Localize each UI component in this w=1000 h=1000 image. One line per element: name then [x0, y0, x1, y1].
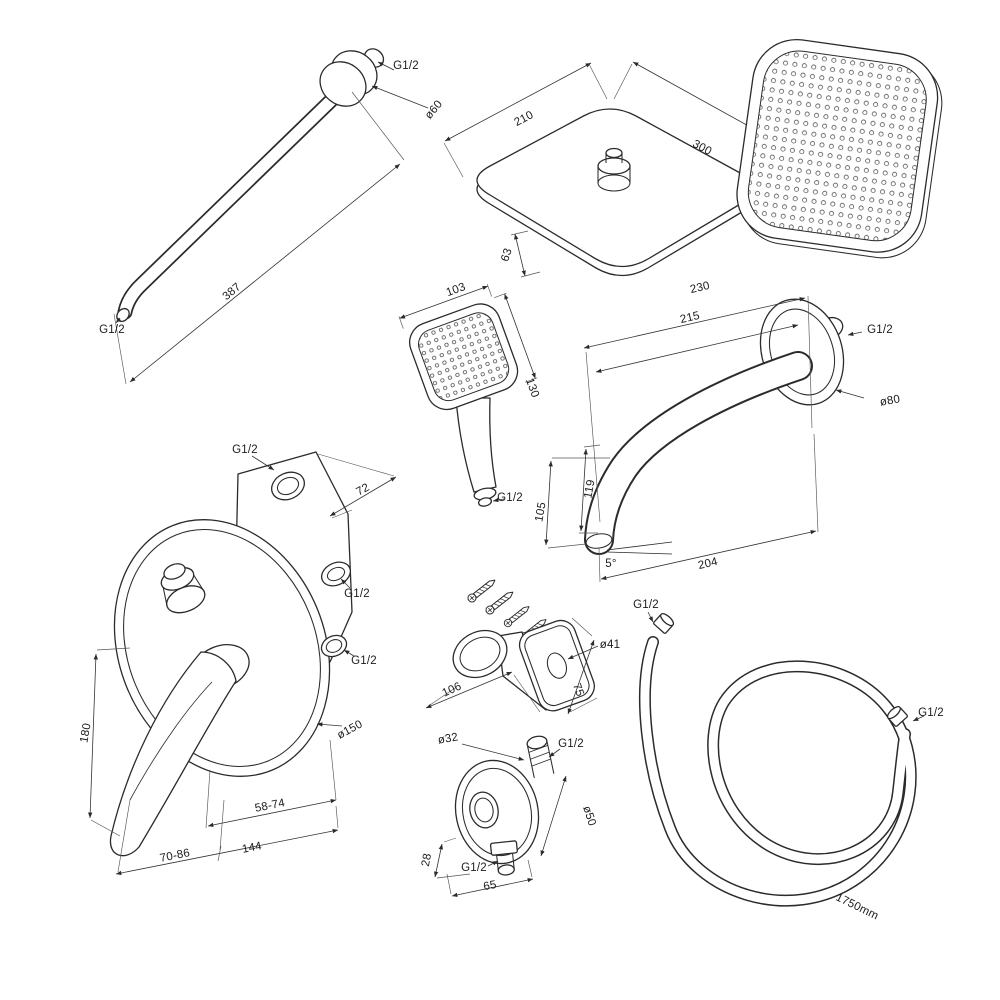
handshower-thread-label: G1/2 — [497, 492, 523, 504]
mixer-thread-low-label: G1/2 — [351, 655, 377, 667]
arm-thread-outlet-label: G1/2 — [99, 324, 125, 336]
overhead-inlet-connector — [597, 147, 631, 192]
elbow-thread-bottom-label: G1/2 — [461, 862, 487, 874]
hand-shower — [398, 284, 538, 507]
wall-spout — [584, 298, 845, 555]
hose-fitting-a — [653, 613, 675, 634]
wall-outlet-elbow — [454, 735, 555, 876]
elbow-depth-label: 28 — [419, 852, 435, 868]
shower-holder — [452, 619, 595, 712]
wall-outlet-elbow-dimensions — [434, 743, 567, 898]
mixer-thread-right-label: G1/2 — [344, 588, 370, 600]
diverter-knob — [160, 563, 206, 614]
shower-holder-dimensions — [425, 617, 599, 715]
hose-fitting-b — [886, 706, 908, 727]
mixer-valve-dimensions — [88, 453, 397, 876]
elbow-thread-top-label: G1/2 — [558, 738, 584, 750]
arm-thread-wall-label: G1/2 — [393, 60, 419, 72]
hose-thread-a-label: G1/2 — [633, 599, 659, 611]
hose-thread-b-label: G1/2 — [918, 707, 944, 719]
shower-arm-dimensions — [113, 61, 429, 385]
mixer-valve — [109, 451, 353, 857]
shower-hose — [639, 611, 925, 907]
holder-diameter-label: ø41 — [599, 639, 621, 651]
spout-thread-label: G1/2 — [867, 324, 893, 336]
mixer-thread-top-label: G1/2 — [232, 444, 258, 456]
spout-angle-label: 5° — [605, 558, 617, 570]
shower-arm — [116, 48, 385, 323]
wall-spout-dimensions — [544, 295, 865, 583]
elbow-width-label: 65 — [482, 878, 498, 894]
shower-head-face — [736, 38, 943, 259]
